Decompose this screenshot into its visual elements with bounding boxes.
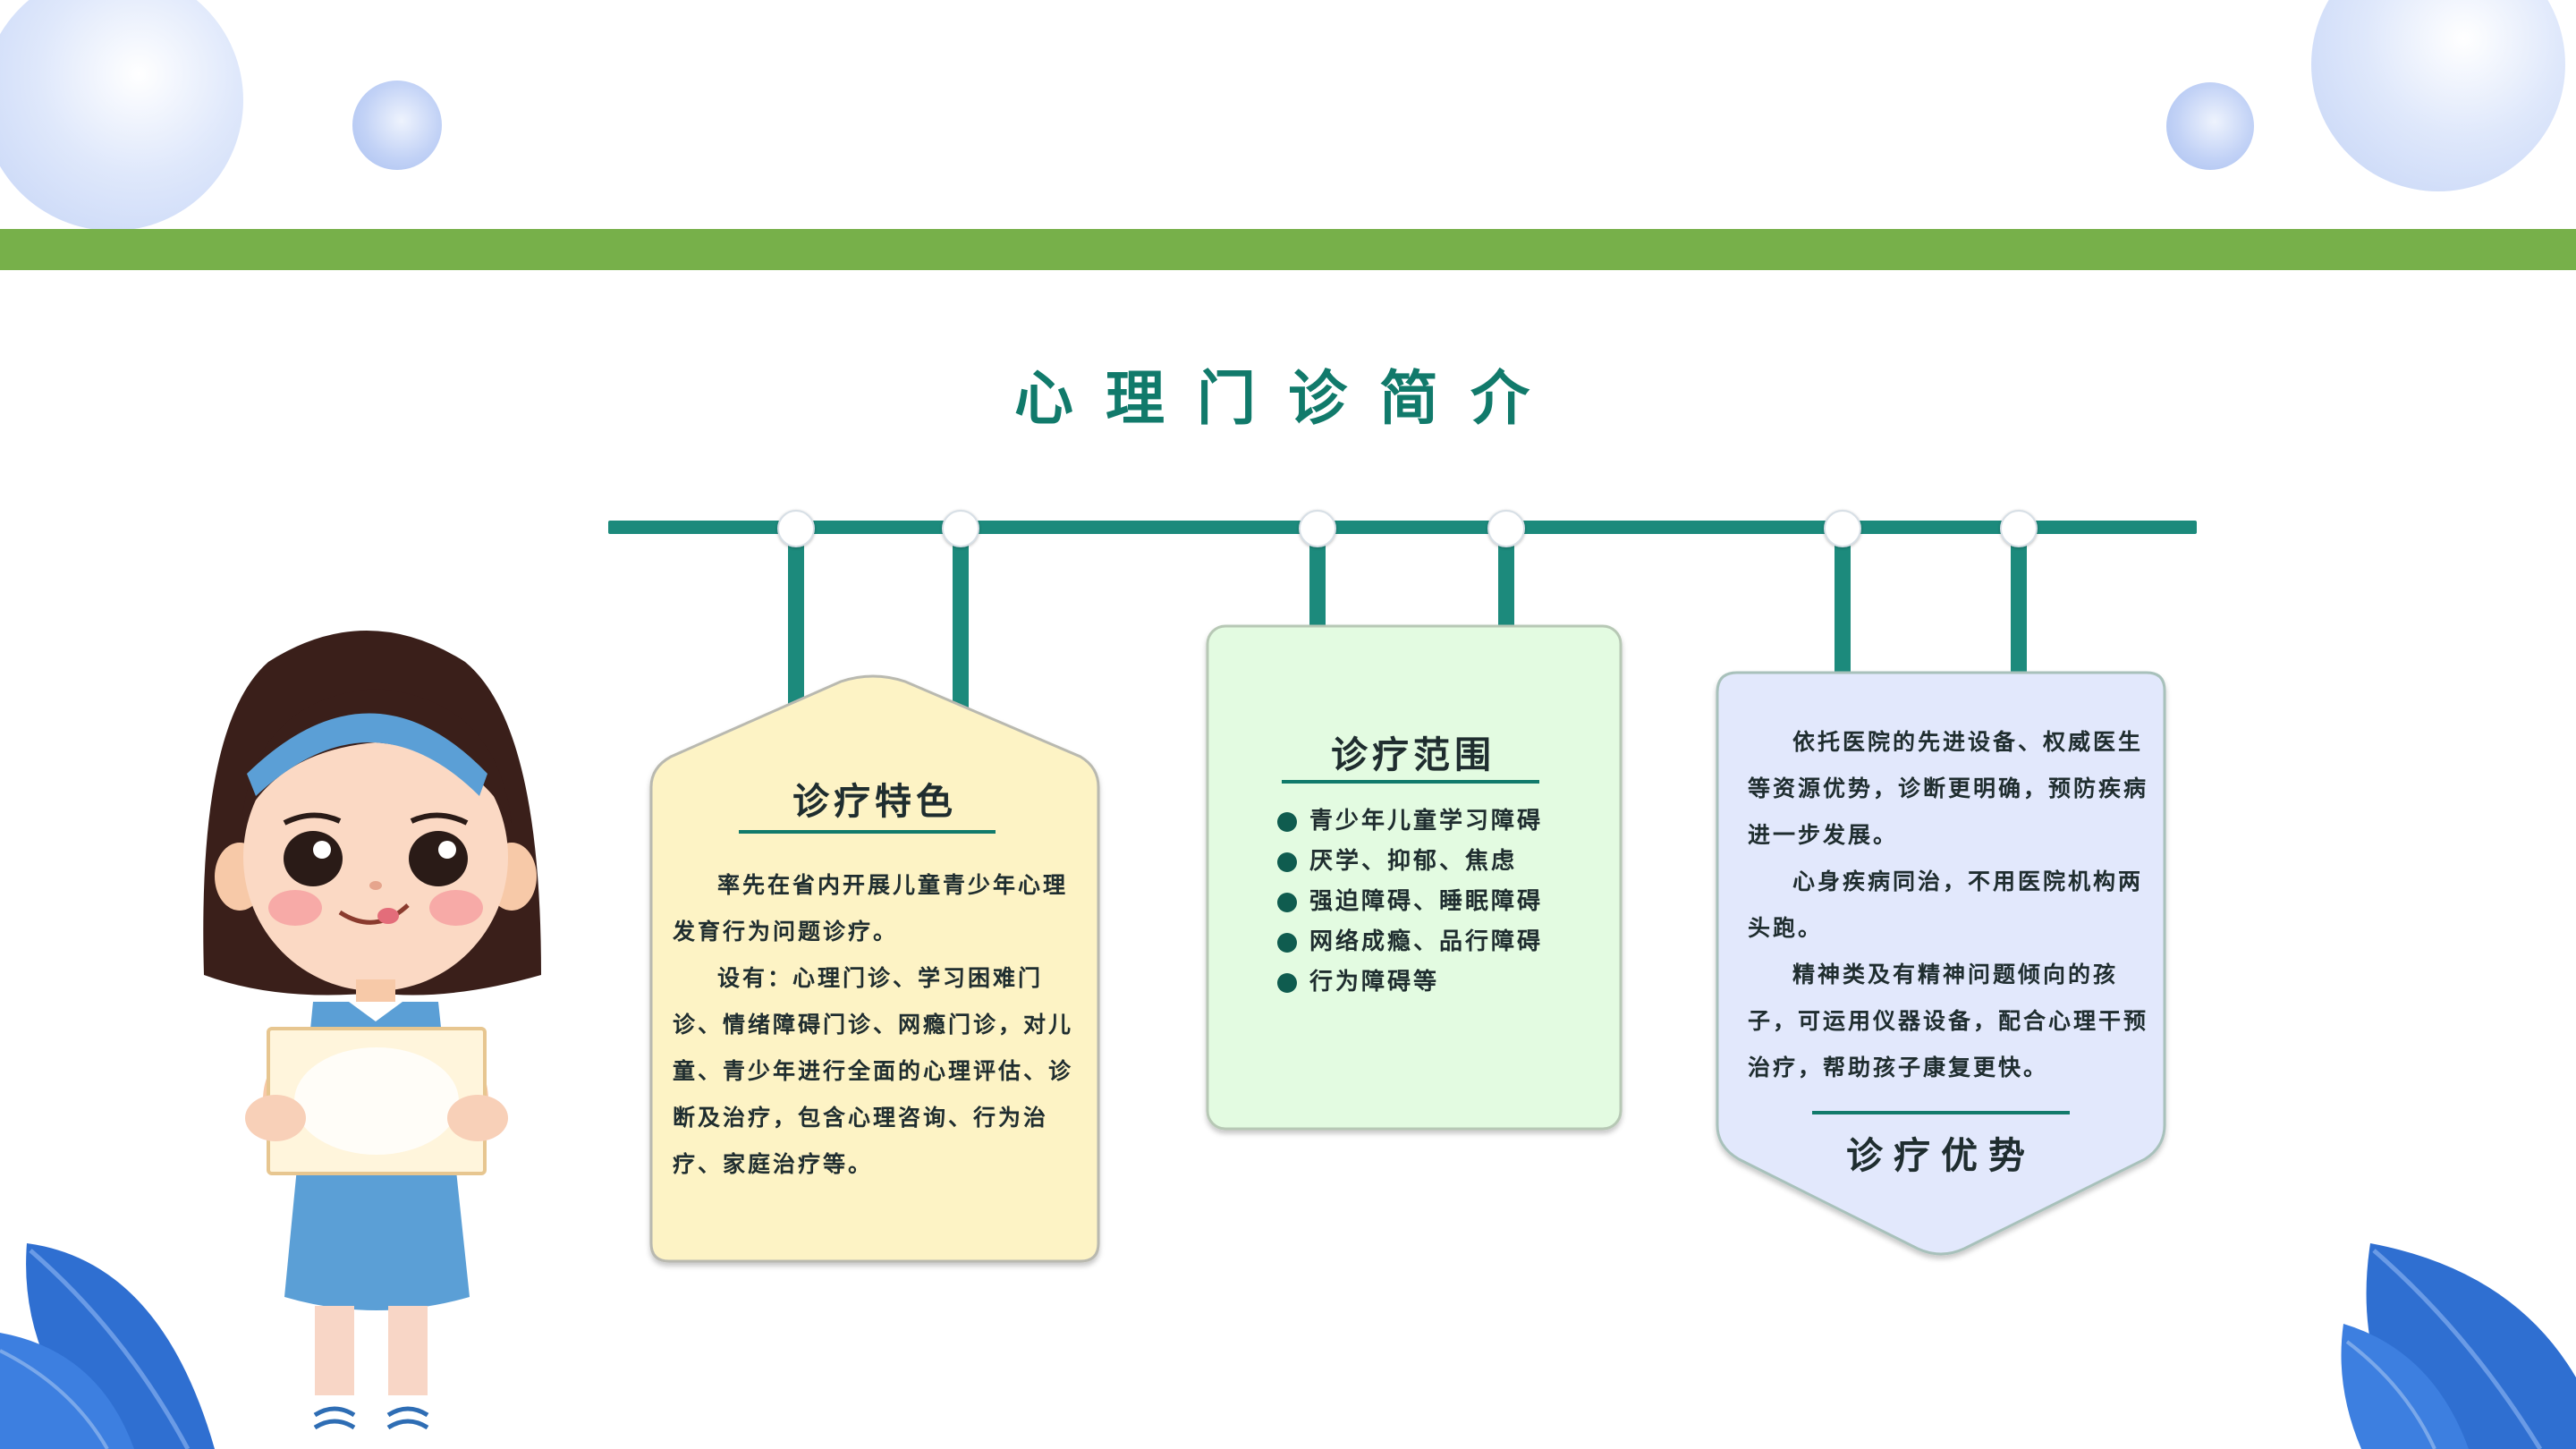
hook-5 [1824,510,1861,547]
card-advantages-paragraph: 依托医院的先进设备、权威医生等资源优势，诊断更明确，预防疾病进一步发展。 [1748,729,2149,848]
list-item: 网络成瘾、品行障碍 [1277,922,1617,962]
card-features-text: 率先在省内开展儿童青少年心理发育行为问题诊疗。 设有：心理门诊、学习困难门诊、情… [673,862,1082,1188]
card-advantages-shape [1716,671,2166,1256]
hook-2 [942,510,979,547]
hook-4 [1487,510,1525,547]
card-features-paragraph: 设有：心理门诊、学习困难门诊、情绪障碍门诊、网瘾门诊，对儿童、青少年进行全面的心… [673,965,1074,1177]
card-features-shape [649,674,1100,1263]
leaf-icon [0,1243,215,1449]
card-advantages-text: 依托医院的先进设备、权威医生等资源优势，诊断更明确，预防疾病进一步发展。 心身疾… [1748,719,2148,1091]
card-advantages-paragraph: 精神类及有精神问题倾向的孩子，可运用仪器设备，配合心理干预治疗，帮助孩子康复更快… [1748,962,2149,1080]
hanger-mid-2 [1498,537,1514,630]
list-item: 青少年儿童学习障碍 [1277,801,1617,842]
card-scope-heading: 诊疗范围 [1331,733,1496,776]
hanger-left-1 [788,537,804,712]
card-advantages-paragraph: 心身疾病同治，不用医院机构两头跑。 [1748,869,2144,941]
list-item: 强迫障碍、睡眠障碍 [1277,882,1617,922]
hanging-rail [608,521,2197,534]
hook-3 [1299,510,1336,547]
card-features-paragraph: 率先在省内开展儿童青少年心理发育行为问题诊疗。 [673,872,1069,945]
list-item: 行为障碍等 [1277,962,1617,1003]
card-scope-shape [1206,624,1623,1131]
leaf-icon [2341,1243,2576,1449]
decor-circle-top-left [0,0,243,231]
girl-illustration [203,631,541,1430]
hook-1 [777,510,815,547]
decor-dot-top-right [2166,82,2254,170]
card-features-heading: 诊疗特色 [792,780,957,823]
list-item: 厌学、抑郁、焦虑 [1277,842,1617,882]
card-scope-list: 青少年儿童学习障碍 厌学、抑郁、焦虑 强迫障碍、睡眠障碍 网络成瘾、品行障碍 行… [1277,801,1617,1003]
hook-6 [2000,510,2038,547]
hanger-right-2 [2011,537,2027,673]
header-band [0,229,2576,270]
card-features-underline [739,830,996,834]
hanger-right-1 [1835,537,1851,673]
decor-dot-top-left [352,80,442,170]
card-advantages-heading: 诊疗优势 [1846,1134,2036,1177]
hanger-left-2 [953,537,969,712]
page-title: 心理门诊简介 [1014,364,1562,433]
card-scope-underline [1282,780,1539,784]
card-advantages-underline [1812,1111,2070,1114]
hanger-mid-1 [1309,537,1326,630]
